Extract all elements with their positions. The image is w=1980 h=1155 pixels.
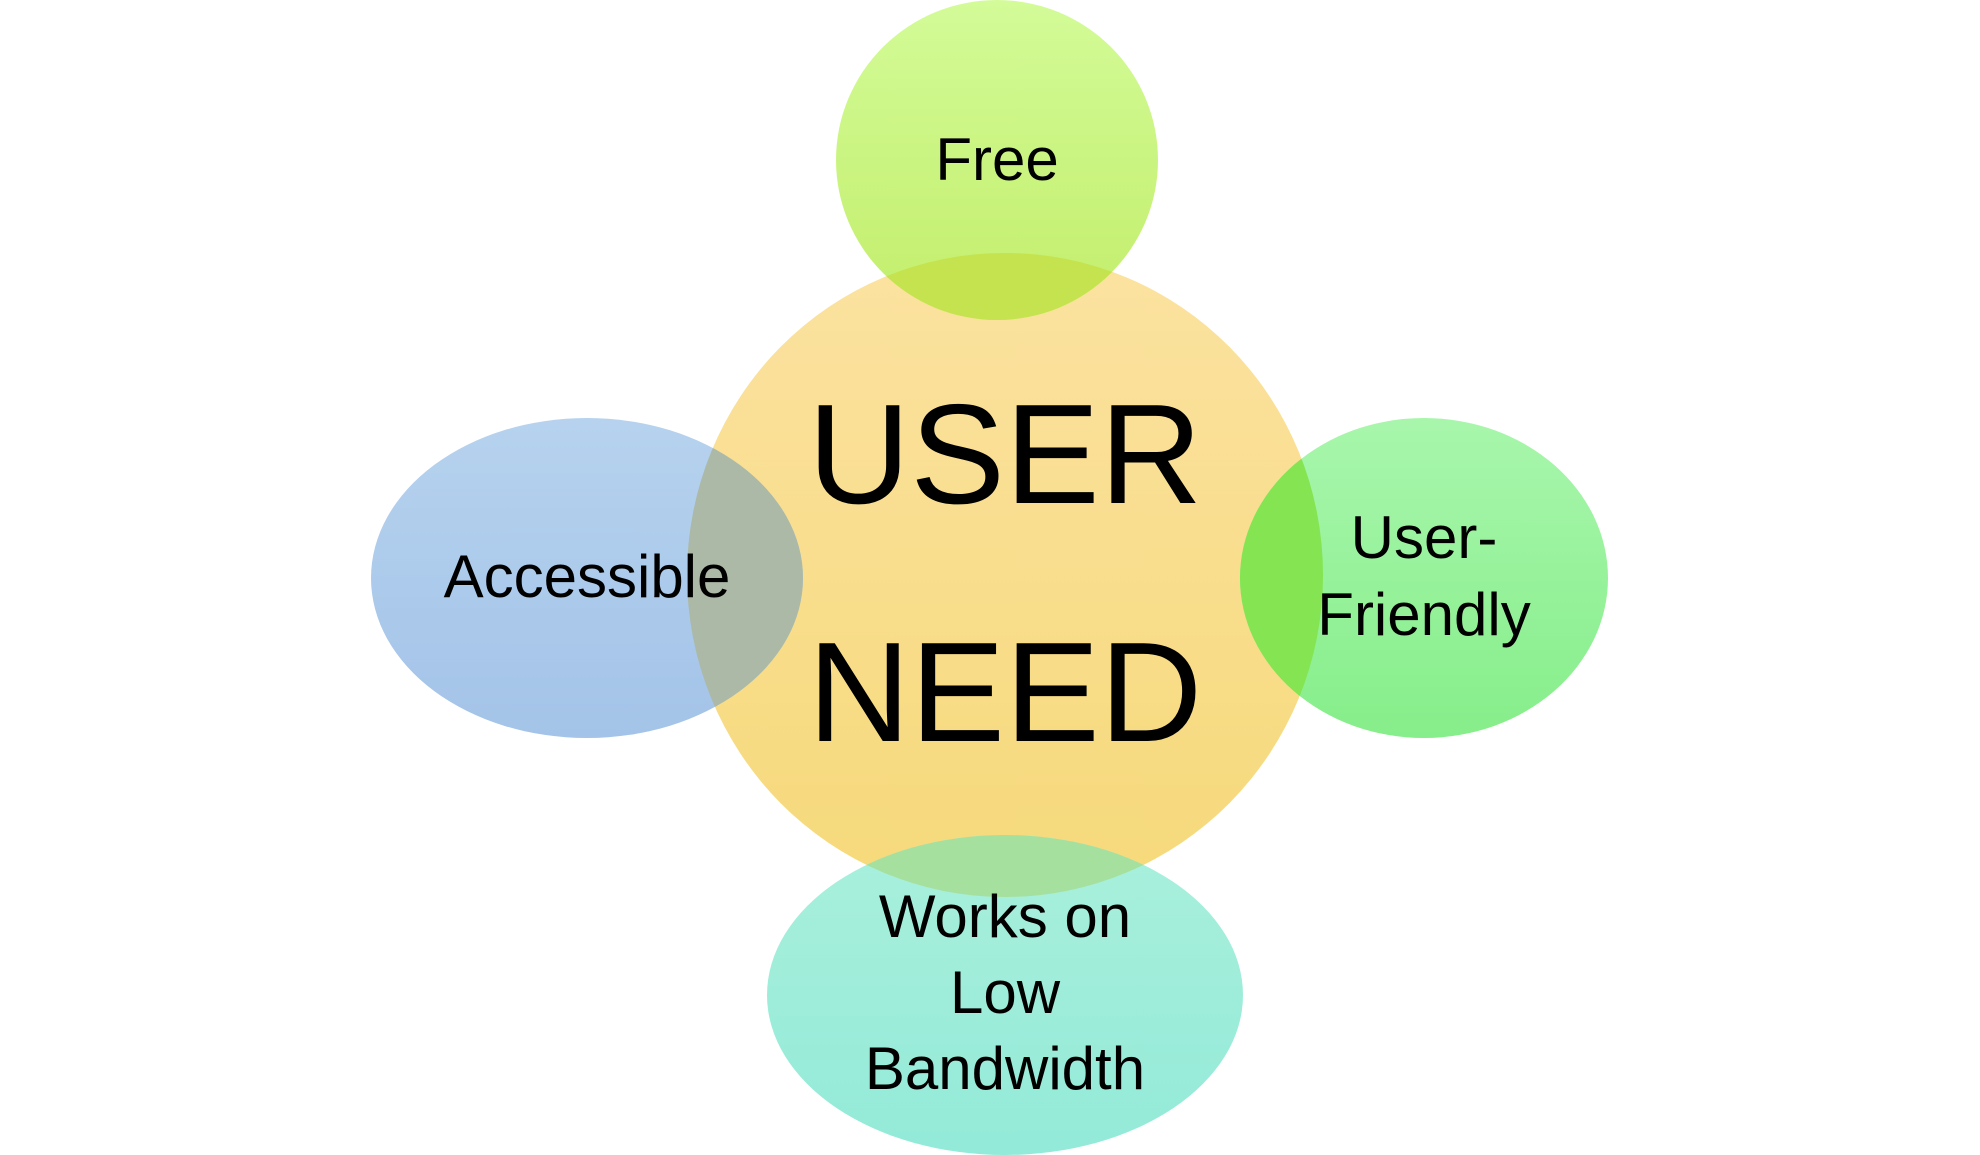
center-label-line-1: USER [808, 375, 1203, 534]
right-petal [1240, 418, 1608, 738]
bottom-petal-label-line-3: Bandwidth [865, 1035, 1145, 1102]
bottom-petal [767, 835, 1243, 1155]
bottom-petal-label-line-1: Works on [879, 883, 1131, 950]
right-petal-label-line-1: User- [1351, 504, 1498, 571]
top-petal [836, 0, 1158, 320]
top-petal-label: Free [935, 126, 1058, 193]
left-petal-label: Accessible [444, 543, 731, 610]
center-circle [687, 253, 1323, 897]
right-petal-label-line-2: Friendly [1317, 581, 1530, 648]
center-label-line-2: NEED [808, 613, 1203, 772]
left-petal [371, 418, 803, 738]
bottom-petal-label-line-2: Low [950, 959, 1061, 1026]
